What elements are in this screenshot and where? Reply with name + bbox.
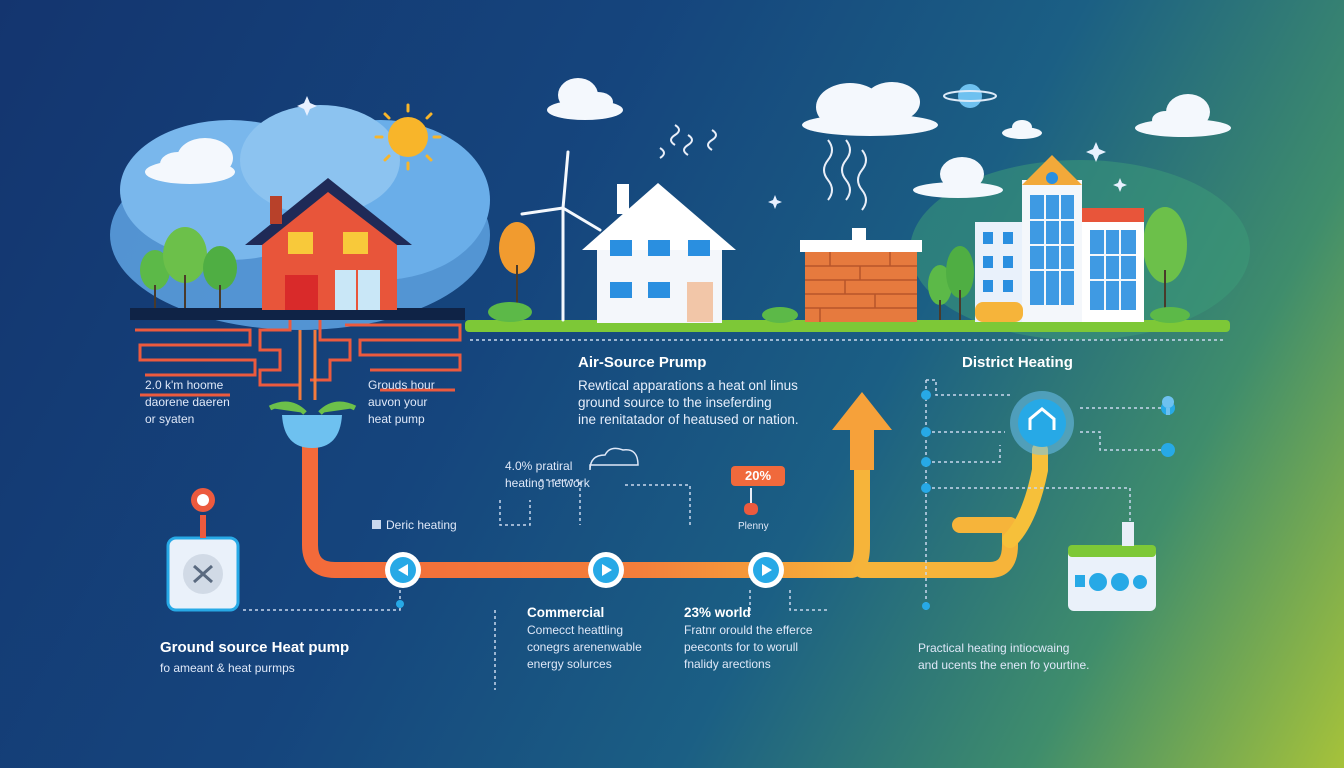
up-arrow-icon: [832, 392, 892, 470]
boiler-unit-icon: [1068, 522, 1156, 611]
sun-icon: [374, 103, 442, 171]
cloud-icon: [802, 82, 938, 136]
speaker-icon: [372, 520, 381, 529]
tree-icons: [140, 207, 1190, 323]
ground-desc-line: Grouds hour: [368, 378, 435, 392]
heat-wave-icon: [659, 124, 867, 211]
sparkle-icons: [297, 96, 1127, 209]
heat-pipe-network: [302, 412, 1048, 578]
world-title: 23% world: [684, 605, 751, 620]
lightbulb-icon: [1162, 396, 1174, 415]
thermostat-icon: [744, 488, 758, 515]
brick-building-icon: [800, 228, 922, 322]
commercial-desc-line: Comecct heattling: [527, 623, 624, 637]
practical-desc-line: Practical heating intiocwaing: [918, 641, 1070, 655]
ground-source-subtitle: fo ameant & heat purmps: [160, 661, 295, 675]
air-desc-line: ine renitatador of heatused or nation.: [578, 412, 799, 427]
air-source-house-icon: [582, 183, 736, 323]
air-desc-line: ground source to the inseferding: [578, 395, 772, 410]
network-label-line: 4.0% pratiral: [505, 459, 573, 473]
underground-pipes: [135, 320, 462, 400]
network-node-icons: [396, 390, 1175, 610]
ground-desc: Grouds hour auvon your heat pump: [368, 377, 435, 428]
commercial-title: Commercial: [527, 605, 605, 620]
world-desc-line: peeconts for to worull: [684, 640, 799, 654]
air-desc-line: Rewtical apparations a heat onl linus: [578, 378, 798, 393]
left-desc: 2.0 k'm hoome daorene daeren or syaten: [145, 377, 230, 428]
air-source-desc: Rewtical apparations a heat onl linus gr…: [578, 377, 799, 428]
city-buildings-icon: [975, 155, 1144, 322]
left-desc-line: 2.0 k'm hoome: [145, 378, 224, 392]
cloud-icon: [1135, 94, 1231, 137]
district-heating-title: District Heating: [962, 354, 1073, 371]
house-hub-icon: [1010, 391, 1074, 455]
deric-heating-label: Deric heating: [372, 517, 457, 534]
air-source-title: Air-Source Prump: [578, 354, 707, 371]
ground-desc-line: auvon your: [368, 395, 428, 409]
cloud-icon: [547, 78, 623, 120]
cloud-icons: [145, 78, 1231, 198]
ground-desc-line: heat pump: [368, 412, 425, 426]
world-desc-line: Fratnr orould the efferce: [684, 623, 813, 637]
world-desc-line: fnalidy arections: [684, 657, 771, 671]
play-icon: [385, 552, 421, 588]
world-desc: Fratnr orould the efferce peeconts for t…: [684, 622, 813, 673]
percent-badge: 20%: [731, 466, 785, 486]
cloud-icon: [1002, 120, 1042, 139]
heat-pump-fan-icon: [166, 488, 240, 612]
satellite-icon: [943, 84, 997, 108]
wind-turbine-icon: [520, 150, 602, 322]
left-desc-line: or syaten: [145, 412, 195, 426]
commercial-desc: Comecct heattling conegrs arenenwable en…: [527, 622, 642, 673]
network-label-line: heating network: [505, 476, 590, 490]
cloud-outline-icon: [589, 447, 639, 471]
play-icon: [748, 552, 784, 588]
deric-label-text: Deric heating: [386, 518, 457, 532]
cloud-icon: [913, 157, 1003, 198]
commercial-desc-line: conegrs arenenwable: [527, 640, 642, 654]
left-desc-line: daorene daeren: [145, 395, 230, 409]
practical-desc: Practical heating intiocwaing and ucents…: [918, 640, 1089, 674]
plenty-label: Plenny: [738, 521, 769, 532]
commercial-desc-line: energy solurces: [527, 657, 612, 671]
plant-bowl-icon: [268, 401, 357, 448]
practical-desc-line: and ucents the enen fo yourtine.: [918, 658, 1090, 672]
play-icon: [588, 552, 624, 588]
ground-source-title: Ground source Heat pump: [160, 639, 350, 656]
network-label: 4.0% pratiral heating network: [505, 458, 590, 492]
cloud-icon: [145, 138, 235, 184]
house-icon: [245, 178, 412, 310]
